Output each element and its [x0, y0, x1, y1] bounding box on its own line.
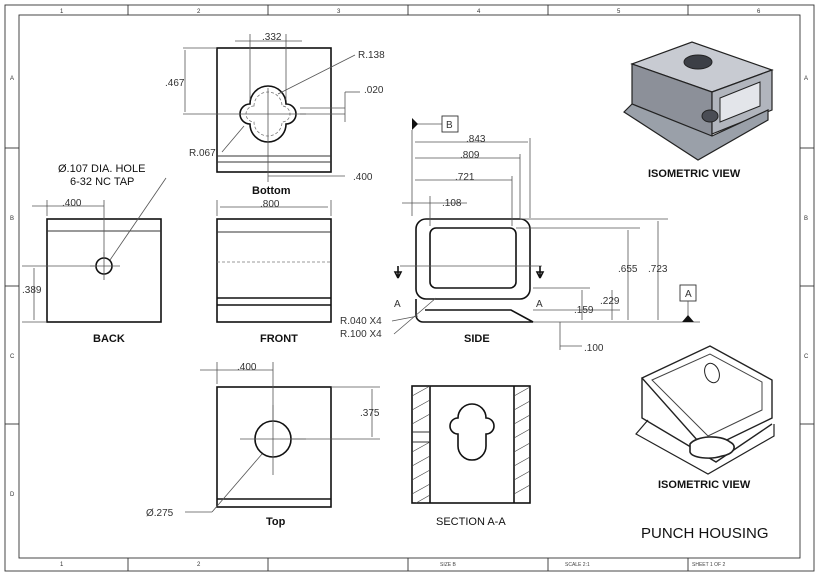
view-label-front: FRONT — [260, 333, 298, 345]
inner-border — [18, 14, 801, 559]
zone-ticks — [5, 5, 814, 571]
isometric-view-1 — [623, 41, 774, 161]
section-mark-a-right: A — [536, 299, 543, 310]
dim-721: .721 — [455, 172, 475, 183]
view-label-back: BACK — [93, 333, 125, 345]
view-label-top: Top — [266, 516, 286, 528]
zone-label: B — [804, 216, 808, 222]
dim-467: .467 — [165, 78, 185, 89]
side-view — [391, 115, 700, 350]
dim-108: .108 — [442, 198, 462, 209]
isometric-view-2 — [635, 345, 775, 475]
zone-label: 3 — [337, 9, 341, 15]
zone-label: A — [10, 76, 14, 82]
back-view — [22, 177, 167, 323]
dim-723: .723 — [648, 264, 668, 275]
view-label-section: SECTION A-A — [436, 516, 506, 528]
zone-label: 2 — [197, 9, 201, 15]
dim-r100: R.100 X4 — [340, 329, 382, 340]
front-view — [216, 200, 332, 323]
zone-label: C — [804, 354, 809, 360]
dim-r040: R.040 X4 — [340, 316, 382, 327]
dim-229: .229 — [600, 296, 620, 307]
dim-020: .020 — [364, 85, 384, 96]
bottom-view — [183, 34, 360, 182]
top-view — [185, 362, 380, 513]
outer-border — [4, 4, 815, 572]
section-a-a-view — [411, 385, 531, 504]
zone-label: B — [10, 216, 14, 222]
zone-label: 6 — [757, 9, 761, 15]
hole-callout-1: Ø.107 DIA. HOLE — [58, 163, 145, 175]
dim-389: .389 — [22, 285, 42, 296]
hole-callout-2: 6-32 NC TAP — [70, 176, 134, 188]
dim-809: .809 — [460, 150, 480, 161]
zone-label: 5 — [617, 9, 621, 15]
titleblock-sheet: SHEET 1 OF 2 — [692, 562, 725, 568]
dim-275: Ø.275 — [146, 508, 174, 519]
dim-r138: R.138 — [358, 50, 385, 61]
dim-100: .100 — [584, 343, 604, 354]
view-label-side: SIDE — [464, 333, 490, 345]
zone-label: C — [10, 354, 15, 360]
dim-400-top: .400 — [237, 362, 257, 373]
dim-400-bottom: .400 — [353, 172, 373, 183]
dim-800: .800 — [260, 199, 280, 210]
zone-label: 1 — [60, 562, 64, 568]
datum-b: B — [446, 120, 453, 131]
dim-332: .332 — [262, 32, 282, 43]
zone-label: 4 — [477, 9, 481, 15]
dim-655: .655 — [618, 264, 638, 275]
dim-843: .843 — [466, 134, 486, 145]
title-block — [407, 558, 689, 571]
drawing-title: PUNCH HOUSING — [641, 525, 769, 542]
section-mark-a-left: A — [394, 299, 401, 310]
dim-r067: R.067 — [189, 148, 216, 159]
view-label-iso1: ISOMETRIC VIEW — [648, 168, 741, 180]
zone-label: 2 — [197, 562, 201, 568]
zone-label: A — [804, 76, 808, 82]
dim-375: .375 — [360, 408, 380, 419]
view-label-iso2: ISOMETRIC VIEW — [658, 479, 751, 491]
dim-159: .159 — [574, 305, 594, 316]
zone-label: 1 — [60, 9, 64, 15]
view-label-bottom: Bottom — [252, 185, 291, 197]
titleblock-size: SIZE B — [440, 562, 457, 568]
zone-label: D — [10, 492, 15, 498]
dim-400-back: .400 — [62, 198, 82, 209]
titleblock-scale: SCALE 2:1 — [565, 562, 590, 568]
datum-a: A — [685, 289, 692, 300]
